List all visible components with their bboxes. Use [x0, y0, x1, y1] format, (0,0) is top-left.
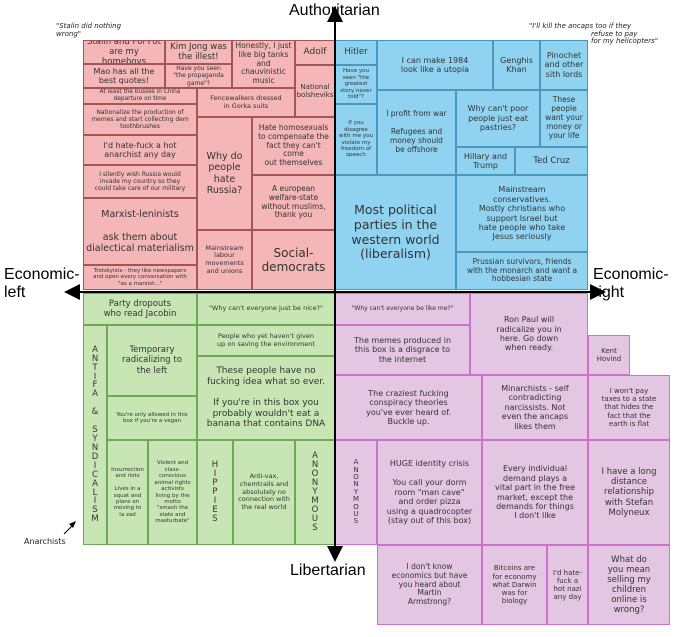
lib-left-box: "Why can't everyone just be nice?"	[197, 293, 335, 325]
auth-left-box: Mao has all the best quotes!	[83, 64, 165, 88]
auth-right-box: Hillary and Trump	[456, 147, 515, 175]
lib-right-box: What do you mean selling my children onl…	[588, 545, 670, 625]
auth-right-box: Mainstream conservatives. Mostly christi…	[456, 175, 588, 252]
lib-left-box: People who yet haven't given up on savin…	[197, 325, 335, 356]
lib-right-box: Bitcoins are for economy what Darwin was…	[482, 545, 547, 625]
auth-left-box: Mainstream labour movements and unions	[197, 230, 252, 290]
lib-right-box: The memes produced in this box is a disg…	[335, 325, 470, 375]
lib-right-box: I have a long distance relationship with…	[588, 440, 670, 545]
auth-left-box: National bolsheviks	[295, 65, 335, 117]
auth-right-box: Pinochet and other sith lords	[540, 40, 588, 90]
auth-left-box: A european welfare-state without muslims…	[252, 175, 335, 230]
auth-right-box: Most political parties in the western wo…	[335, 175, 456, 290]
auth-right-box: Genghis Khan	[493, 40, 540, 90]
auth-right-box: Hitler	[335, 40, 377, 65]
auth-right-box: Prussian survivors, friends with the mon…	[456, 252, 588, 290]
vertical-axis	[334, 16, 336, 556]
lib-left-box: A N O N Y M O U S	[295, 440, 335, 545]
auth-left-box: Trotskyists - they like newspapers and o…	[83, 265, 197, 290]
quote-stalin: "Stalin did nothing wrong"	[56, 22, 122, 38]
auth-right-box: I can make 1984 look like a utopia	[377, 40, 493, 90]
lib-left-box: H I P P I E S	[197, 440, 233, 545]
lib-right-box: I won't pay taxes to a state that hides …	[588, 375, 670, 440]
auth-left-box: Marxist-leninists ask them about dialect…	[83, 198, 197, 265]
lib-left-box: Insurrection and riots Lives in a squat …	[107, 440, 148, 545]
lib-right-box: I don't know economics but have you hear…	[377, 545, 482, 625]
lib-right-box: Kent Hovind	[588, 335, 630, 375]
axis-label-authoritarian: Authoritarian	[289, 2, 380, 19]
lib-right-box: I'd hate- fuck a hot nazi any day	[547, 545, 588, 625]
lib-left-box: Violent and class- conscious animal righ…	[148, 440, 197, 545]
auth-left-box: Social- democrats	[252, 230, 335, 290]
lib-left-box: Party dropouts who read Jacobin	[83, 293, 197, 325]
auth-right-box: These people want your money or your lif…	[540, 90, 588, 147]
auth-left-box: I silently wish Russia would invade my c…	[83, 165, 197, 198]
auth-left-box: I'd hate-fuck a hot anarchist any day	[83, 135, 197, 165]
auth-left-box: Nationalize the production of memes and …	[83, 104, 197, 135]
auth-right-box: I profit from war Refugees and money sho…	[377, 90, 456, 175]
lib-left-box: Temporary radicalizing to the left	[107, 325, 197, 396]
lib-right-box: A N O N Y M O U S	[335, 440, 377, 545]
lib-right-box: "Why can't everyone be like me?"	[335, 293, 470, 325]
auth-left-box: Why do people hate Russia?	[197, 117, 252, 230]
lib-right-box: Minarchists - self contradicting narciss…	[482, 375, 588, 440]
lib-right-box: The craziest fucking conspiracy theories…	[335, 375, 482, 440]
auth-left-box: Stalin and Pol Pot are my homeboys	[83, 40, 165, 64]
auth-left-box: Hate homosexuals to compensate the fact …	[252, 117, 335, 175]
axis-label-economic-right: Economic- right	[593, 266, 669, 301]
auth-left-box: Have you seen "the propaganda game"?	[165, 64, 232, 88]
horizontal-axis	[70, 291, 600, 293]
auth-right-box: If you disagree with me you violate my f…	[335, 104, 377, 175]
auth-right-box: Ted Cruz	[515, 147, 588, 175]
axis-label-economic-left: Economic- left	[4, 266, 80, 301]
lib-right-box: Ron Paul will radicalize you in here. Go…	[470, 293, 588, 375]
lib-left-box: You're only allowed in this box if you'r…	[107, 396, 197, 440]
lib-right-box: Every individual demand plays a vital pa…	[482, 440, 588, 545]
lib-left-box: A N T I F A & S Y N D I C A L I S M	[83, 325, 107, 545]
auth-left-box: At least the busses in China departure o…	[83, 88, 197, 104]
auth-left-box: Fencewalkers dressed in Gorka suits	[197, 88, 295, 117]
auth-left-box: Kim Jong was the illest!	[165, 40, 232, 64]
auth-left-box: Honestly, I just like big tanks and chau…	[232, 40, 295, 88]
label-anarchists: Anarchists	[24, 537, 66, 546]
auth-left-box: Adolf	[295, 40, 335, 65]
quote-helicopters: "I'll kill the ancaps too if they refuse…	[529, 22, 659, 46]
anarchists-arrow	[63, 523, 75, 535]
auth-right-box: Have you seen "the greatest story never …	[335, 65, 377, 104]
axis-label-libertarian: Libertarian	[290, 562, 366, 579]
lib-left-box: Anti-vax, chemtrails and absolutely no c…	[233, 440, 295, 545]
lib-left-box: These people have no fucking idea what s…	[197, 356, 335, 440]
lib-right-box: HUGE identity crisis You call your dorm …	[377, 440, 482, 545]
auth-right-box: Why can't poor people just eat pastries?	[456, 90, 540, 147]
